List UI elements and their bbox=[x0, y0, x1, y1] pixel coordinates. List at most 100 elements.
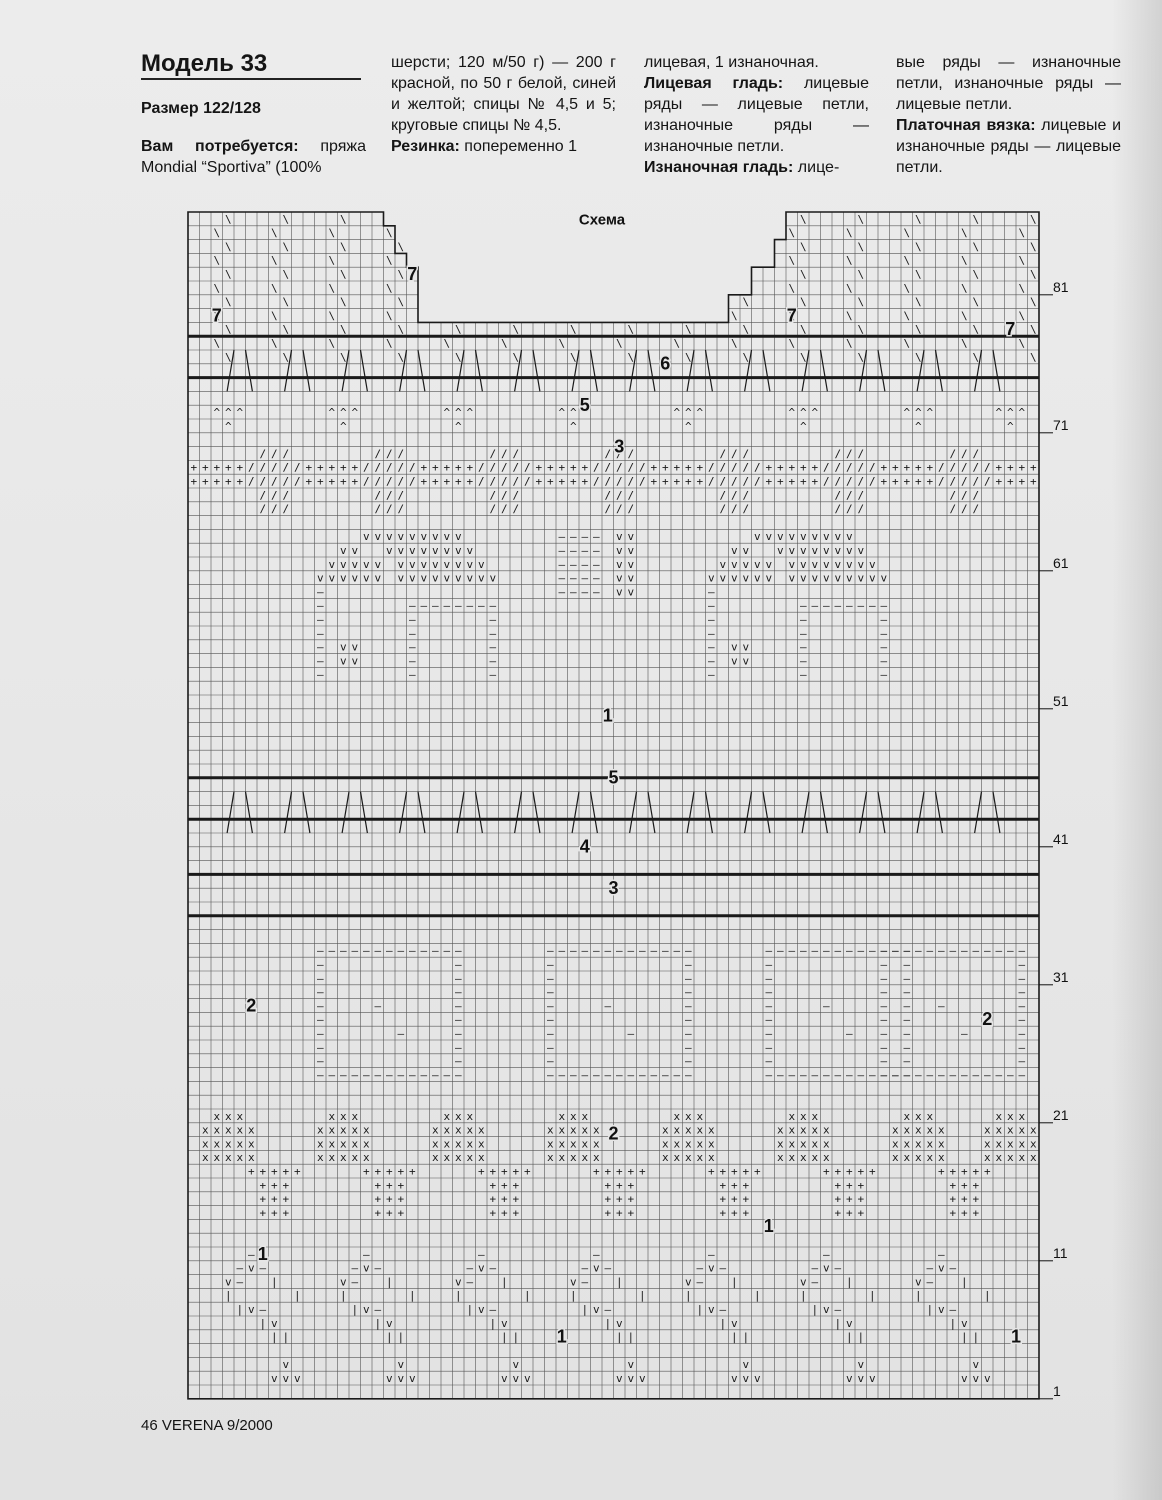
dash-symbol: – bbox=[558, 572, 565, 585]
zigzag-line bbox=[514, 349, 523, 392]
backslash-symbol: \ bbox=[673, 337, 680, 350]
slash-symbol: / bbox=[512, 447, 519, 460]
dash-symbol: – bbox=[570, 544, 577, 557]
dash-symbol: – bbox=[696, 1275, 703, 1288]
slash-symbol: / bbox=[719, 503, 726, 516]
slash-symbol: / bbox=[248, 475, 255, 488]
slash-symbol: / bbox=[271, 503, 278, 516]
dash-symbol: – bbox=[880, 654, 887, 667]
plus-symbol: + bbox=[961, 1179, 968, 1192]
slash-symbol: / bbox=[627, 461, 634, 474]
dash-symbol: – bbox=[409, 944, 416, 957]
dash-symbol: – bbox=[317, 1013, 324, 1026]
v-symbol: v bbox=[317, 572, 324, 585]
backslash-symbol: \ bbox=[788, 254, 795, 267]
x-symbol: x bbox=[811, 1151, 818, 1164]
v-symbol: v bbox=[340, 641, 347, 654]
backslash-symbol: \ bbox=[340, 240, 347, 253]
dash-symbol: – bbox=[903, 944, 910, 957]
v-symbol: v bbox=[754, 1372, 761, 1385]
slash-symbol: / bbox=[478, 475, 485, 488]
bar-symbol: | bbox=[811, 1303, 818, 1316]
plus-symbol: + bbox=[501, 1193, 508, 1206]
dash-symbol: – bbox=[374, 1068, 381, 1081]
dash-symbol: – bbox=[409, 613, 416, 626]
bar-symbol: | bbox=[397, 1331, 404, 1344]
backslash-symbol: \ bbox=[915, 213, 922, 226]
plus-symbol: + bbox=[443, 475, 450, 488]
x-symbol: x bbox=[696, 1124, 703, 1137]
plus-symbol: + bbox=[351, 475, 358, 488]
decrease-symbol: ^ bbox=[351, 406, 358, 419]
dash-symbol: – bbox=[248, 1248, 255, 1261]
x-symbol: x bbox=[570, 1124, 577, 1137]
slash-symbol: / bbox=[604, 475, 611, 488]
x-symbol: x bbox=[558, 1110, 565, 1123]
backslash-symbol: \ bbox=[972, 240, 979, 253]
dash-symbol: – bbox=[857, 599, 864, 612]
decrease-symbol: ^ bbox=[685, 406, 692, 419]
decrease-symbol: ^ bbox=[1007, 406, 1014, 419]
backslash-symbol: \ bbox=[961, 309, 968, 322]
slash-symbol: / bbox=[512, 461, 519, 474]
zigzag-line bbox=[474, 349, 483, 392]
backslash-symbol: \ bbox=[972, 268, 979, 281]
plus-symbol: + bbox=[432, 461, 439, 474]
zigzag-line bbox=[589, 349, 598, 392]
dash-symbol: – bbox=[351, 1262, 358, 1275]
backslash-symbol: \ bbox=[903, 309, 910, 322]
dash-symbol: – bbox=[765, 999, 772, 1012]
dash-symbol: – bbox=[236, 1275, 243, 1288]
v-symbol: v bbox=[455, 558, 462, 571]
slash-symbol: / bbox=[386, 503, 393, 516]
x-symbol: x bbox=[915, 1124, 922, 1137]
v-symbol: v bbox=[478, 558, 485, 571]
slash-symbol: / bbox=[719, 447, 726, 460]
backslash-symbol: \ bbox=[1018, 337, 1025, 350]
x-symbol: x bbox=[788, 1151, 795, 1164]
rib-paragraph: Резинка: попеременно 1 bbox=[391, 136, 616, 157]
slash-symbol: / bbox=[489, 447, 496, 460]
x-symbol: x bbox=[777, 1137, 784, 1150]
dash-symbol: – bbox=[317, 1068, 324, 1081]
dash-symbol: – bbox=[834, 1262, 841, 1275]
v-symbol: v bbox=[857, 1358, 864, 1371]
x-symbol: x bbox=[823, 1151, 830, 1164]
dash-symbol: – bbox=[478, 1248, 485, 1261]
chart-symbols: ^^^^^^^^^^^^^^^^^^^^^^^^^^^^^^^^++++++++… bbox=[190, 213, 1037, 1385]
plus-symbol: + bbox=[351, 461, 358, 474]
v-symbol: v bbox=[869, 1372, 876, 1385]
x-symbol: x bbox=[351, 1137, 358, 1150]
slash-symbol: / bbox=[478, 461, 485, 474]
dash-symbol: – bbox=[938, 1248, 945, 1261]
plus-symbol: + bbox=[305, 475, 312, 488]
x-symbol: x bbox=[443, 1151, 450, 1164]
plus-symbol: + bbox=[949, 1165, 956, 1178]
plus-symbol: + bbox=[282, 1179, 289, 1192]
x-symbol: x bbox=[708, 1137, 715, 1150]
dash-symbol: – bbox=[834, 1068, 841, 1081]
plus-symbol: + bbox=[317, 475, 324, 488]
slash-symbol: / bbox=[363, 461, 370, 474]
v-symbol: v bbox=[340, 544, 347, 557]
slash-symbol: / bbox=[719, 489, 726, 502]
bar-symbol: | bbox=[386, 1331, 393, 1344]
v-symbol: v bbox=[846, 544, 853, 557]
chart-band-lines bbox=[188, 334, 1039, 918]
x-symbol: x bbox=[696, 1151, 703, 1164]
x-symbol: x bbox=[938, 1124, 945, 1137]
slash-symbol: / bbox=[512, 503, 519, 516]
slash-symbol: / bbox=[616, 461, 623, 474]
v-symbol: v bbox=[754, 572, 761, 585]
backslash-symbol: \ bbox=[800, 351, 807, 364]
x-symbol: x bbox=[915, 1137, 922, 1150]
x-symbol: x bbox=[903, 1137, 910, 1150]
dash-symbol: – bbox=[455, 1027, 462, 1040]
dash-symbol: – bbox=[455, 1041, 462, 1054]
text-column-2: шерсти; 120 м/50 г) — 200 г красной, по … bbox=[391, 52, 616, 157]
v-symbol: v bbox=[880, 572, 887, 585]
dash-symbol: – bbox=[685, 1041, 692, 1054]
v-symbol: v bbox=[616, 585, 623, 598]
decrease-symbol: ^ bbox=[995, 406, 1002, 419]
slash-symbol: / bbox=[972, 503, 979, 516]
